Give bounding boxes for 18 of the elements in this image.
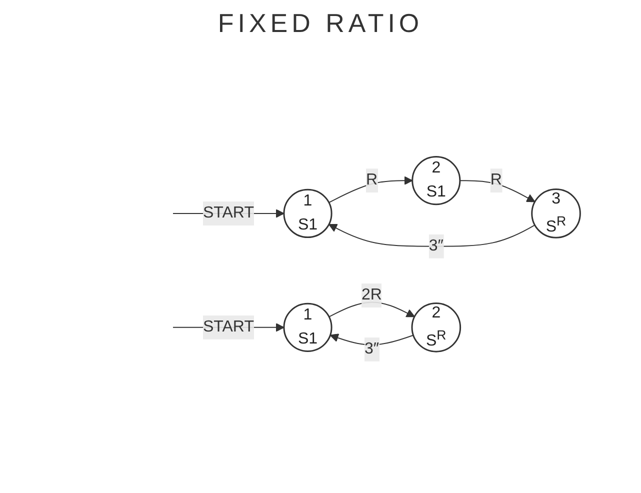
edge-label: 2R — [361, 286, 382, 304]
arrow — [459, 180, 536, 202]
edge-label: R — [366, 172, 378, 189]
arrow — [328, 302, 415, 318]
node-circle: 1 S1 — [283, 188, 332, 238]
edge-label: START — [202, 318, 254, 336]
node-circle: 1 S1 — [283, 302, 332, 352]
diagram-title: FIXED RATIO — [216, 8, 424, 39]
arrow — [330, 334, 414, 346]
node-circle: 2 S$^{R}$ — [411, 302, 461, 352]
node-circle: 2 S1 — [412, 156, 461, 206]
arrow — [328, 176, 413, 204]
node-circle: 3 S$^{R}$ — [531, 188, 581, 238]
edge-label: START — [202, 204, 254, 222]
edge-label: R — [490, 172, 502, 189]
edge-label: 3″ — [364, 340, 379, 358]
arrow — [328, 224, 536, 247]
edge-label: 3″ — [428, 237, 444, 254]
